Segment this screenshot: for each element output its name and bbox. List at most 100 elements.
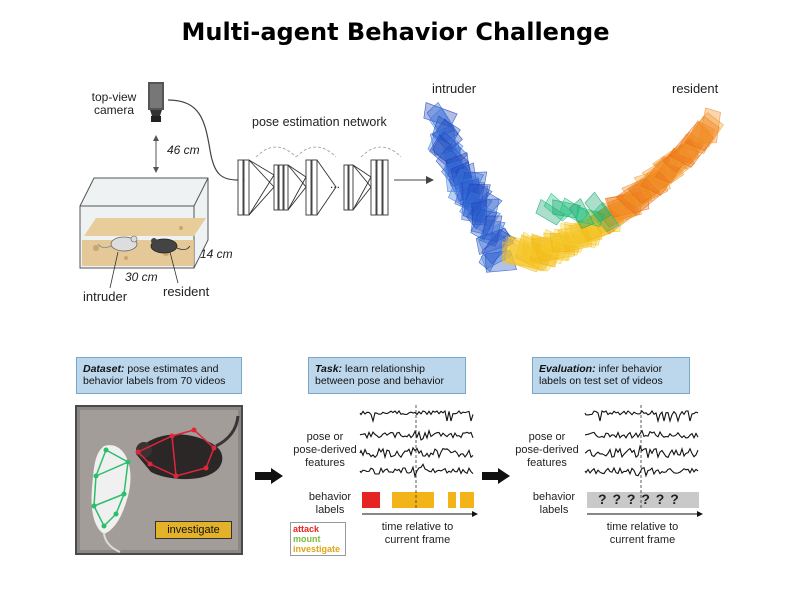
intruder-pose-segment [484,249,518,273]
feature-trace [584,466,699,478]
page-title: Multi-agent Behavior Challenge [181,18,610,46]
height-label: 46 cm [167,143,200,157]
frame-behavior-label: investigate [155,521,232,539]
task-feature-traces [359,409,474,479]
eval-labels-label: behavior labels [522,491,586,517]
intruder-pose-segment [471,199,488,226]
feature-trace [584,429,699,440]
resident-label: resident [163,284,210,299]
intruder-pose-segment [472,206,501,235]
feature-trace [584,410,699,424]
resident-pose-segment [509,235,554,272]
unknown-labels: ? ? ? ? ? ? [598,491,680,507]
network-diagram [237,146,434,216]
resident-pose-segment [654,147,687,184]
intruder-mouse-icon [97,235,138,252]
intruder-pose-segment [466,191,503,230]
resident-pose-segment [698,107,721,144]
resident-pose-segment [668,133,701,170]
resident-pose-segment [515,231,561,272]
task-features-label: pose or pose-derived features [290,431,360,470]
eval-feature-traces [584,410,699,478]
interaction-segment [576,206,606,227]
eval-features-l1: pose or [528,431,566,443]
width-label: 30 cm [125,270,158,284]
feature-trace [359,463,474,479]
task-text: learn relationship between pose and beha… [315,363,445,387]
interaction-segment [569,198,595,229]
task-time-l2: current frame [384,534,451,546]
task-time-label: time relative to current frame [360,521,475,547]
height-arrow [153,135,159,173]
intruder-pose-segment [470,198,500,237]
eval-labels-l1: behavior [532,491,576,503]
resident-pose-segment [623,174,661,210]
bar-investigate-2 [448,492,456,508]
network-label: pose estimation network [252,115,387,129]
intruder-pose-segment [445,147,462,178]
eval-behavior-bars [587,405,703,517]
resident-pose-segment [672,132,705,165]
dataset-text: pose estimates and behavior labels from … [83,363,226,387]
task-features-l1: pose or [306,431,344,443]
interaction-segment [535,199,566,226]
dataset-panel: Dataset: pose estimates and behavior lab… [76,357,242,394]
depth-label: 14 cm [200,247,233,261]
task-panel: Task: learn relationship between pose an… [308,357,466,394]
legend-mount: mount [293,534,321,544]
task-features-l3: features [305,457,345,469]
task-head: Task: [315,363,343,375]
evaluation-panel: Evaluation: infer behavior labels on tes… [532,357,690,394]
pose-resident-label: resident [672,81,719,96]
legend-investigate: investigate [293,544,341,554]
evaluation-text: infer behavior labels on test set of vid… [539,363,663,387]
intruder-pose-segment [478,232,509,272]
intruder-mouse-image [91,445,131,553]
eval-features-label: pose or pose-derived features [512,431,582,470]
interaction-segment [592,201,620,233]
intruder-pose-segment [479,219,506,247]
resident-pose-segment [552,228,587,253]
dataset-head: Dataset: [83,363,125,375]
feature-trace [584,444,699,459]
resident-pose-segment [596,195,637,228]
legend-attack: attack [293,524,320,534]
intruder-pose-segment [482,215,503,243]
intruder-pose-segment [462,183,491,223]
feature-trace [359,409,474,424]
behavior-legend: attack mount investigate [290,522,346,556]
eval-features-l2: pose-derived [515,444,579,456]
flow-arrow-1 [255,468,283,484]
pose-trajectory [423,101,724,273]
task-labels-l1: behavior [308,491,352,503]
feature-trace [359,446,474,460]
resident-pose-segment [684,115,720,152]
resident-pose-segment [606,193,642,221]
camera-label: top-view camera [84,91,144,117]
eval-time-l2: current frame [609,534,676,546]
pose-intruder-label: intruder [432,81,477,96]
flow-arrow-2 [482,468,510,484]
eval-labels-l2: labels [539,504,569,516]
resident-mouse-icon [150,238,191,254]
task-time-l1: time relative to [381,521,454,533]
resident-pose-segment [682,120,716,154]
task-features-l2: pose-derived [293,444,357,456]
bar-attack [362,492,380,508]
eval-features-l3: features [527,457,567,469]
task-labels-l2: labels [315,504,345,516]
task-labels-label: behavior labels [298,491,362,517]
evaluation-head: Evaluation: [539,363,596,375]
resident-pose-segment [552,230,590,250]
network-ellipsis: ... [330,177,341,191]
eval-time-l1: time relative to [606,521,679,533]
camera-icon [148,82,164,122]
cage-illustration [79,177,209,269]
task-behavior-bars [362,405,478,517]
feature-trace [359,428,474,441]
resident-pose-segment [687,112,724,148]
bar-investigate-1 [392,492,434,508]
resident-pose-segment [590,193,637,235]
bar-investigate-3 [460,492,474,508]
